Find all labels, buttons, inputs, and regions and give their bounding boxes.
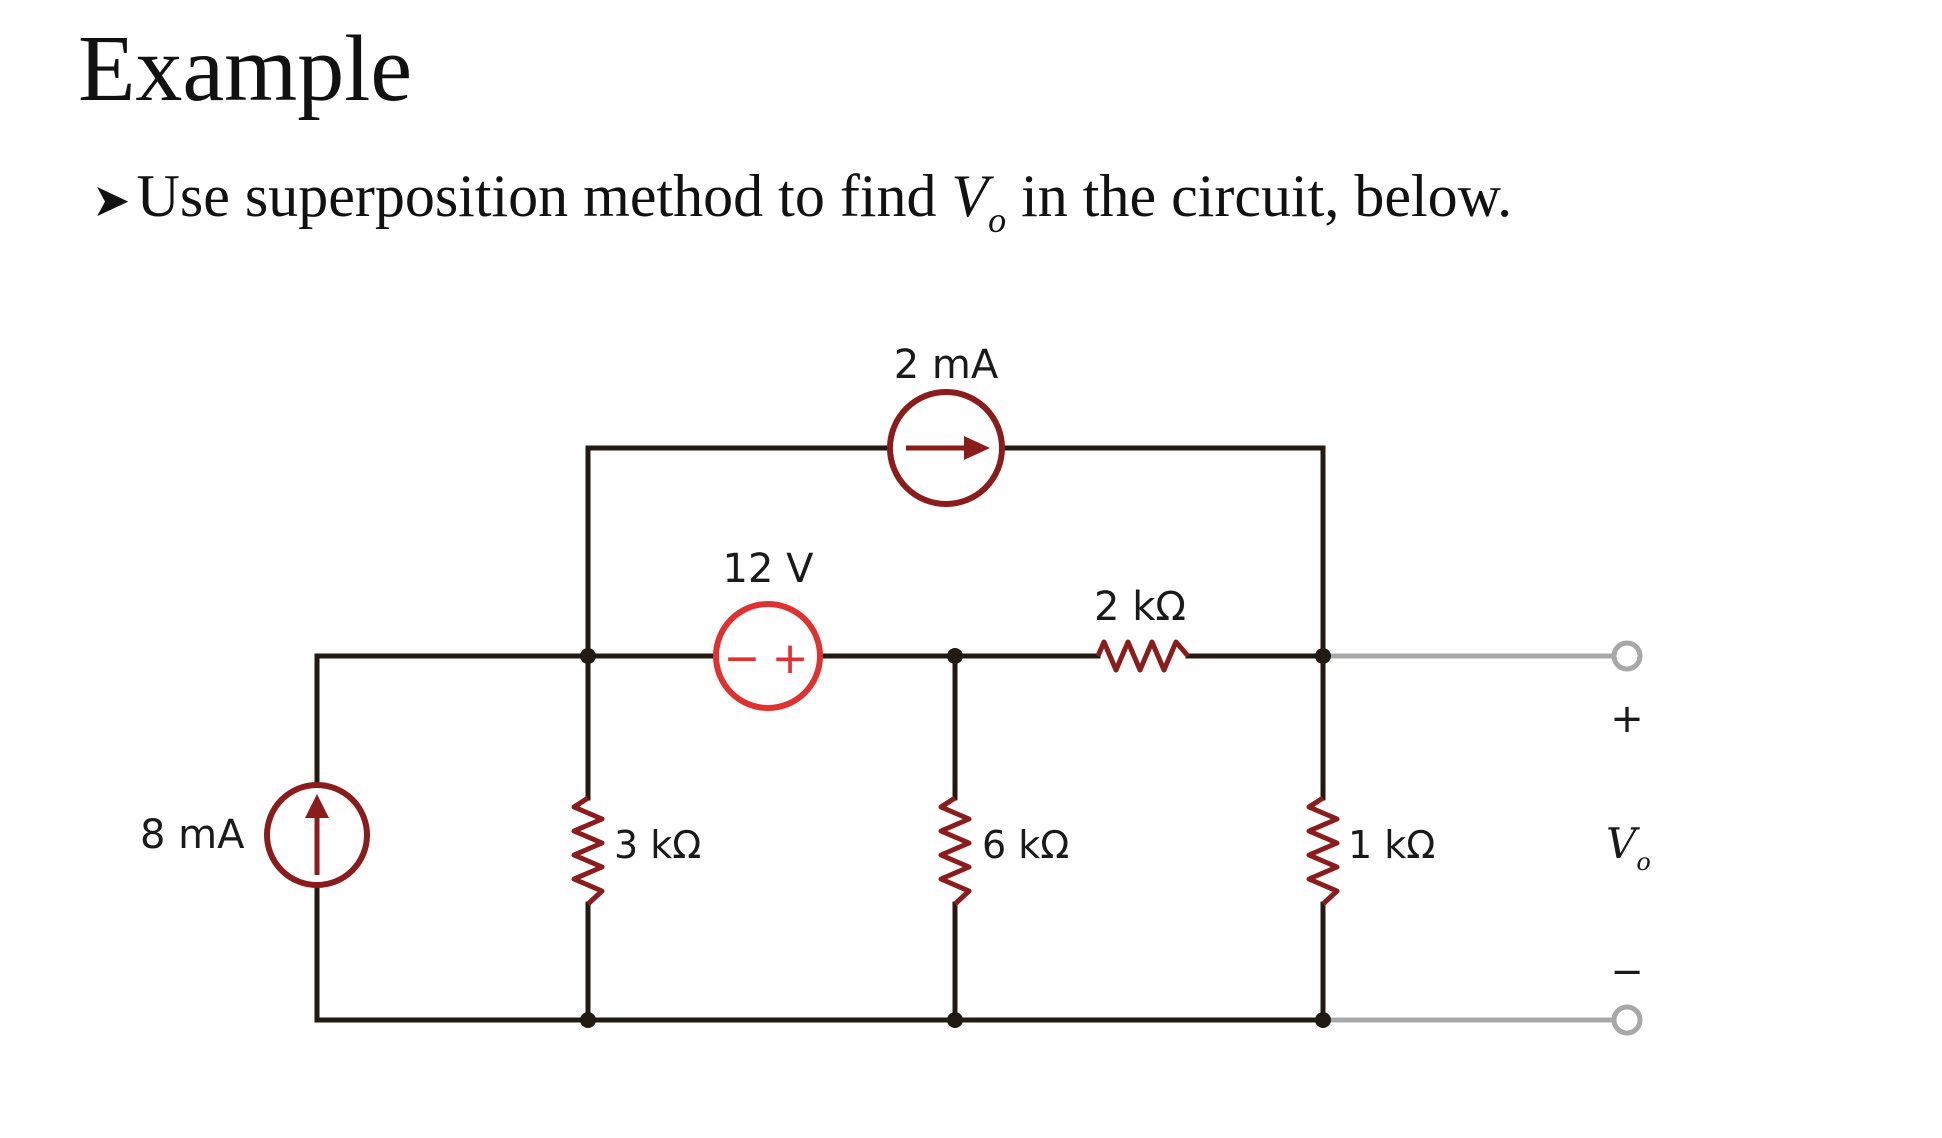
output-voltage-var: V xyxy=(1606,819,1640,868)
current-source-left xyxy=(264,782,370,888)
junction-dot xyxy=(1315,648,1331,664)
junction-dot xyxy=(947,1012,963,1028)
arrow-up-icon xyxy=(305,794,329,818)
problem-statement: ➤Use superposition method to find Vo in … xyxy=(92,160,1512,242)
resistor-1k xyxy=(1306,795,1340,906)
circuit-wires xyxy=(314,445,1326,1023)
output-voltage-label: Vo xyxy=(1606,819,1651,876)
resistor-6k-label: 6 kΩ xyxy=(982,823,1069,867)
resistor-1k-label: 1 kΩ xyxy=(1348,823,1435,867)
resistor-series-label: 2 kΩ xyxy=(1094,584,1186,630)
statement-text-before: Use superposition method to find xyxy=(136,163,952,229)
junction-dot xyxy=(947,648,963,664)
current-source-left-label: 8 mA xyxy=(140,812,245,858)
statement-variable-subscript: o xyxy=(988,200,1007,240)
current-source-top xyxy=(887,389,1005,507)
statement-variable: V xyxy=(951,163,989,229)
output-terminal-bottom xyxy=(1611,1004,1643,1036)
resistor-series-2k xyxy=(1095,639,1190,673)
output-leads xyxy=(1323,640,1643,1036)
junction-dots xyxy=(580,648,1331,1028)
voltage-source-label: 12 V xyxy=(723,546,815,592)
slide-title: Example xyxy=(78,17,413,121)
arrow-bullet-icon: ➤ xyxy=(92,173,131,227)
voltage-source: − + xyxy=(713,601,823,711)
output-voltage-sub: o xyxy=(1636,848,1650,876)
junction-dot xyxy=(1315,1012,1331,1028)
output-plus-sign: + xyxy=(1610,696,1644,742)
voltage-source-minus-sign: − xyxy=(724,633,761,684)
current-source-top-label: 2 mA xyxy=(894,342,999,388)
arrow-right-icon xyxy=(964,436,990,460)
junction-dot xyxy=(580,648,596,664)
output-terminal-top xyxy=(1611,640,1643,672)
output-minus-sign: − xyxy=(1610,949,1644,995)
statement-text-after: in the circuit, below. xyxy=(1006,163,1513,229)
junction-dot xyxy=(580,1012,596,1028)
resistor-3k-label: 3 kΩ xyxy=(614,823,701,867)
resistor-3k xyxy=(571,795,605,906)
voltage-source-plus-sign: + xyxy=(772,633,809,684)
resistor-6k xyxy=(938,795,972,906)
